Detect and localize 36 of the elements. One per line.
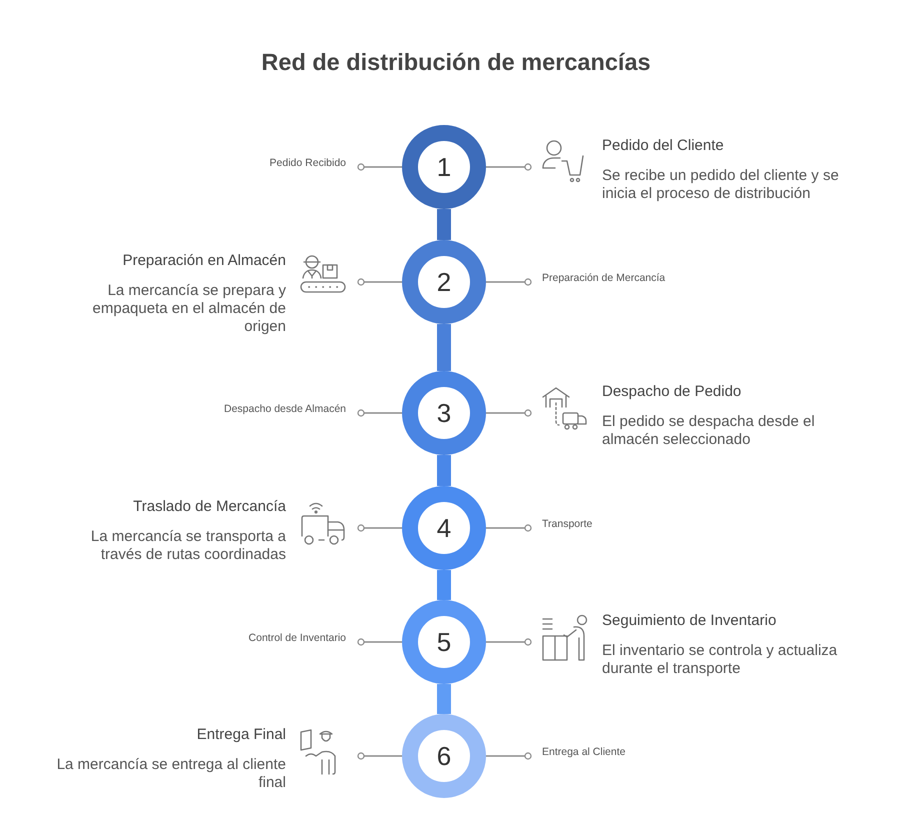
leader-line bbox=[357, 638, 402, 646]
connector-bar bbox=[437, 570, 451, 600]
step-description: La mercancía se entrega al cliente final bbox=[56, 756, 286, 792]
step-label: Preparación de Mercancía bbox=[542, 271, 666, 286]
step-heading: Preparación en Almacén bbox=[122, 252, 286, 270]
leader-line bbox=[357, 524, 402, 532]
leader-line bbox=[486, 278, 532, 286]
step-heading: Pedido del Cliente bbox=[602, 137, 724, 155]
step-heading: Entrega Final bbox=[196, 726, 286, 744]
step-label: Control de Inventario bbox=[248, 631, 346, 646]
leader-line bbox=[486, 638, 532, 646]
connector-bar bbox=[437, 324, 451, 371]
connector-bar bbox=[437, 209, 451, 240]
step-description: El inventario se controla y actualiza durante el transporte bbox=[602, 642, 838, 678]
step-description: La mercancía se transporta a través de rutas coordinadas bbox=[90, 528, 286, 564]
leader-line bbox=[486, 524, 532, 532]
leader-line bbox=[357, 163, 402, 171]
step-description: La mercancía se prepara y empaqueta en el almacén de origen bbox=[92, 282, 286, 336]
leader-line bbox=[486, 752, 532, 760]
step-heading: Traslado de Mercancía bbox=[133, 498, 286, 516]
step-label: Transporte bbox=[542, 517, 592, 532]
step-heading: Seguimiento de Inventario bbox=[602, 612, 776, 630]
step-label: Despacho desde Almacén bbox=[224, 402, 346, 417]
leader-line bbox=[357, 409, 402, 417]
step-label: Entrega al Cliente bbox=[542, 745, 626, 760]
connector-bar bbox=[437, 455, 451, 486]
step-description: Se recibe un pedido del cliente y se inicia el proceso de distribución bbox=[602, 167, 840, 203]
step-heading: Despacho de Pedido bbox=[602, 383, 742, 401]
connector-bar bbox=[437, 684, 451, 714]
step-label: Pedido Recibido bbox=[270, 156, 346, 171]
diagram-title: Red de distribución de mercancías bbox=[261, 48, 651, 77]
leader-line bbox=[486, 163, 532, 171]
step-description: El pedido se despacha desde el almacén seleccionado bbox=[602, 413, 816, 449]
leader-line bbox=[486, 409, 532, 417]
leader-line bbox=[357, 752, 402, 760]
leader-line bbox=[357, 278, 402, 286]
